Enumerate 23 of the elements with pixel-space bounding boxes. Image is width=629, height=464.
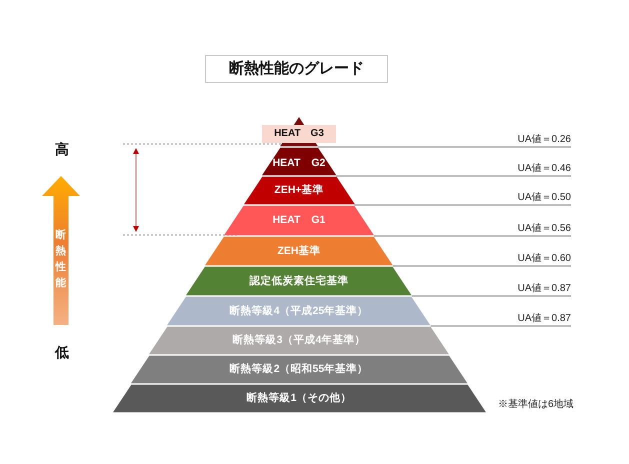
ua-value-label: UA値＝0.46 (518, 162, 571, 176)
pyramid-tier: 断熱等級3（平成4年基準） (149, 326, 449, 355)
up-arrow: 断熱性能 (42, 176, 80, 325)
ua-value-label: UA値＝0.26 (518, 133, 571, 147)
diagram-title: 断熱性能のグレード (205, 55, 388, 83)
pyramid-tier: 断熱等級4（平成25年基準） (167, 296, 431, 326)
scale-label: 高 (54, 140, 70, 158)
footnote: ※基準値は6地域 (498, 398, 574, 412)
ua-value-label: UA値＝0.56 (518, 222, 571, 236)
pyramid-tier: HEAT G1 (224, 205, 374, 236)
leader-line (354, 204, 572, 206)
pyramid-tier: 断熱等級2（昭和55年基準） (130, 355, 468, 384)
ua-value-label: UA値＝0.50 (518, 191, 571, 205)
scale-label: 低 (54, 343, 70, 361)
pyramid-tier: 断熱等級1（その他） (112, 384, 486, 413)
ua-value-label: UA値＝0.87 (518, 282, 571, 296)
ua-value-label: UA値＝0.60 (518, 252, 571, 266)
pyramid-tier: HEAT G2 (262, 147, 336, 176)
ua-value-label: UA値＝0.87 (518, 312, 571, 326)
pyramid-tier: ZEH基準 (205, 236, 393, 266)
pyramid-tier: 認定低炭素住宅基準 (186, 266, 412, 296)
leader-line (317, 146, 572, 148)
pyramid-tier: ZEH+基準 (244, 176, 354, 205)
